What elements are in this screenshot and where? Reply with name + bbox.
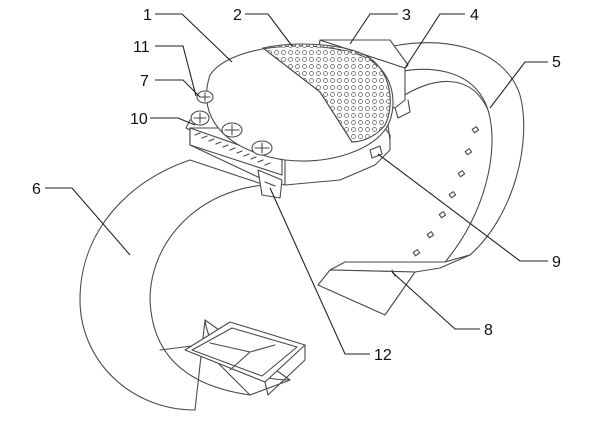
label-1: 1 xyxy=(143,7,152,24)
label-3: 3 xyxy=(402,7,411,24)
leader-lines xyxy=(45,13,548,355)
label-6: 6 xyxy=(32,181,41,198)
side-buttons xyxy=(185,90,273,156)
left-strap xyxy=(79,159,306,411)
label-10: 10 xyxy=(130,111,148,128)
label-8: 8 xyxy=(484,322,493,339)
watch-body xyxy=(185,39,411,199)
label-12: 12 xyxy=(374,347,392,364)
label-9: 9 xyxy=(552,254,561,271)
label-5: 5 xyxy=(552,54,561,71)
strap-holes xyxy=(412,126,480,257)
hatching xyxy=(194,132,271,166)
right-strap xyxy=(317,42,525,316)
buckle xyxy=(184,321,306,396)
reference-numerals: 1 2 3 4 5 6 7 8 9 10 11 12 xyxy=(32,7,561,364)
label-7: 7 xyxy=(140,73,149,90)
label-2: 2 xyxy=(233,7,242,24)
label-11: 11 xyxy=(133,39,150,56)
label-4: 4 xyxy=(470,7,479,24)
